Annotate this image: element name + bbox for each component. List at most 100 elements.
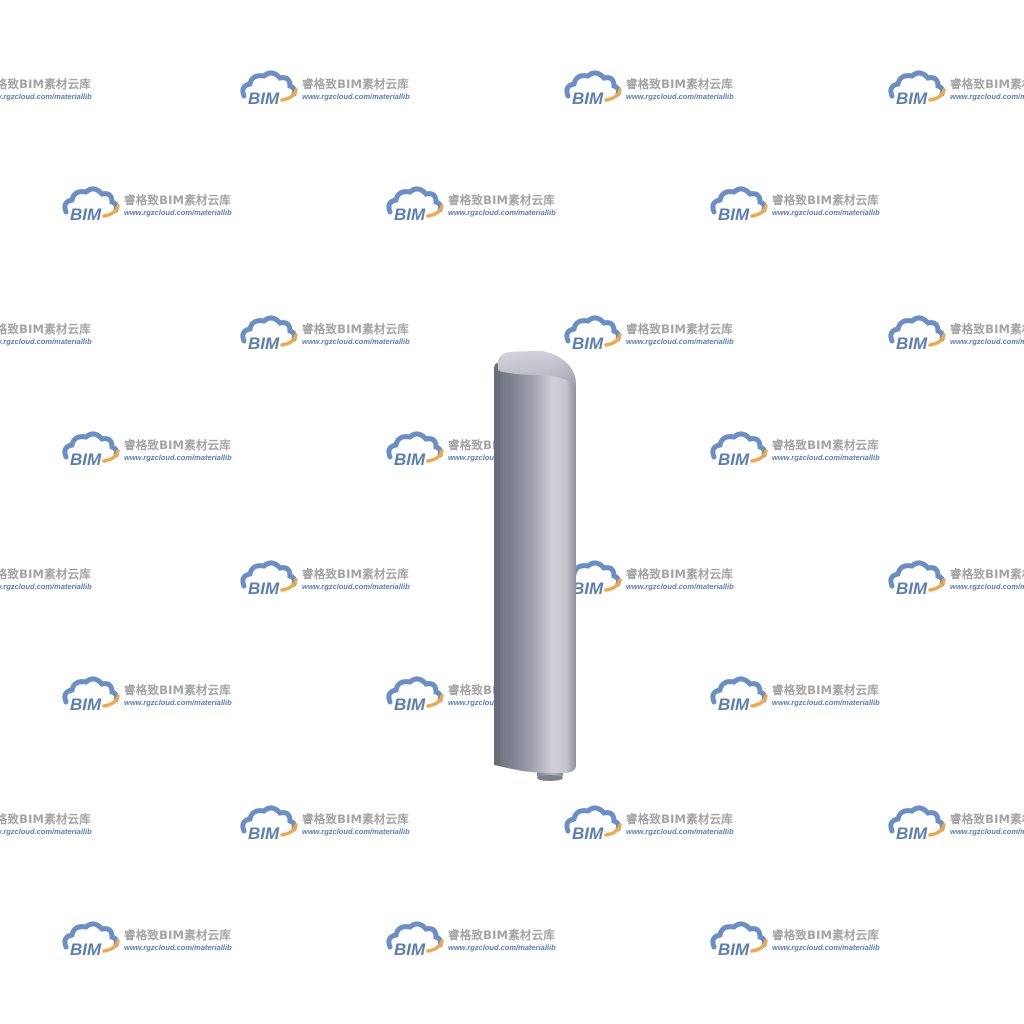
watermark-title: 睿格致BIM素材云库 <box>626 322 733 336</box>
logo-text: BIM <box>896 334 928 353</box>
bim-cloud-logo-icon: BIM <box>240 805 298 843</box>
bim-cloud-logo-icon: BIM <box>710 431 768 469</box>
watermark-url: www.rgzcloud.com/materiallib <box>302 92 410 101</box>
bim-cloud-logo-icon: BIM <box>240 70 298 108</box>
logo-text: BIM <box>70 205 102 224</box>
watermark-url: www.rgzcloud.com/materiallib <box>0 582 92 591</box>
watermark-title: 睿格致BIM素材云库 <box>950 812 1024 826</box>
watermark-title: 睿格致BIM素材云库 <box>124 438 231 452</box>
bim-cloud-logo-icon: BIM <box>240 315 298 353</box>
watermark-url: www.rgzcloud.com/materiallib <box>302 337 410 346</box>
watermark-title: 睿格致BIM素材云库 <box>0 567 91 581</box>
watermark-url: www.rgzcloud.com/materiallib <box>626 582 734 591</box>
logo-text: BIM <box>572 824 604 843</box>
watermark-title: 睿格致BIM素材云库 <box>772 683 879 697</box>
watermark-title: 睿格致BIM素材云库 <box>448 193 555 207</box>
bim-cloud-logo-icon: BIM <box>62 676 120 714</box>
watermark-url: www.rgzcloud.com/materiallib <box>124 453 232 462</box>
logo-text: BIM <box>394 940 426 959</box>
bim-cloud-logo-icon: BIM <box>62 921 120 959</box>
bim-cloud-logo-icon: BIM <box>710 676 768 714</box>
bollard-post-icon <box>494 351 576 781</box>
bim-cloud-logo-icon: BIM <box>564 70 622 108</box>
watermark: BIM 睿格致BIM素材云库www.rgzcloud.com/materialli… <box>886 560 1024 600</box>
watermark: BIM睿格致BIM素材云库www.rgzcloud.com/materialli… <box>0 560 110 600</box>
watermark-url: www.rgzcloud.com/materiallib <box>772 208 880 217</box>
bim-cloud-logo-icon: BIM <box>888 805 946 843</box>
bollard-top <box>498 351 576 385</box>
bim-cloud-logo-icon: BIM <box>888 315 946 353</box>
logo-text: BIM <box>718 205 750 224</box>
logo-text: BIM <box>896 824 928 843</box>
watermark-url: www.rgzcloud.com/materiallib <box>950 827 1024 836</box>
logo-text: BIM <box>248 334 280 353</box>
watermark-title: 睿格致BIM素材云库 <box>772 438 879 452</box>
watermark-url: www.rgzcloud.com/materiallib <box>0 337 92 346</box>
watermark-url: www.rgzcloud.com/materiallib <box>124 208 232 217</box>
bim-cloud-logo-icon: BIM <box>710 921 768 959</box>
logo-text: BIM <box>896 89 928 108</box>
logo-text: BIM <box>248 579 280 598</box>
logo-text: BIM <box>896 579 928 598</box>
bim-cloud-logo-icon: BIM <box>564 805 622 843</box>
bim-cloud-logo-icon: BIM <box>240 560 298 598</box>
bim-cloud-logo-icon: BIM <box>564 315 622 353</box>
watermark: BIM睿格致BIM素材云库www.rgzcloud.com/materialli… <box>0 70 110 110</box>
logo-text: BIM <box>248 824 280 843</box>
watermark-title: 睿格致BIM素材云库 <box>626 812 733 826</box>
logo-text: BIM <box>70 695 102 714</box>
logo-text: BIM <box>572 334 604 353</box>
watermark-title: 睿格致BIM素材云库 <box>950 567 1024 581</box>
watermark: BIM睿格致BIM素材云库www.rgzcloud.com/materialli… <box>886 70 1024 110</box>
watermark: BIM睿格致BIM素材云库www.rgzcloud.com/materialli… <box>0 805 110 845</box>
logo-text: BIM <box>394 205 426 224</box>
logo-text: BIM <box>394 695 426 714</box>
watermark-title: 睿格致BIM素材云库 <box>772 928 879 942</box>
watermark-title: 睿格致BIM素材云库 <box>772 193 879 207</box>
watermark-url: www.rgzcloud.com/materiallib <box>0 92 92 101</box>
bim-cloud-logo-icon: BIM <box>386 676 444 714</box>
watermark: BIM睿格致BIM素材云库www.rgzcloud.com/materialli… <box>0 315 110 355</box>
bim-cloud-logo-icon: BIM <box>710 186 768 224</box>
watermark-url: www.rgzcloud.com/materiallib <box>950 92 1024 101</box>
watermark-title: 睿格致BIM素材云库 <box>626 567 733 581</box>
watermark-title: 睿格致BIM素材云库 <box>302 77 409 91</box>
watermark: BIM 睿格致BIM素材云库www.rgzcloud.com/materialli… <box>886 805 1024 845</box>
bim-cloud-logo-icon: BIM <box>62 186 120 224</box>
logo-text: BIM <box>70 940 102 959</box>
logo-text: BIM <box>70 450 102 469</box>
watermark-url: www.rgzcloud.com/materiallib <box>302 827 410 836</box>
watermark-url: www.rgzcloud.com/materiallib <box>626 337 734 346</box>
watermark-url: www.rgzcloud.com/materiallib <box>626 827 734 836</box>
watermark-url: www.rgzcloud.com/materiallib <box>626 92 734 101</box>
watermark-title: 睿格致BIM素材云库 <box>302 812 409 826</box>
watermark-title: 睿格致BIM素材云库 <box>124 193 231 207</box>
logo-text: BIM <box>572 579 604 598</box>
logo-text: BIM <box>572 89 604 108</box>
watermark-title: 睿格致BIM素材云库 <box>302 567 409 581</box>
watermark-url: www.rgzcloud.com/materiallib <box>950 582 1024 591</box>
watermark-url: www.rgzcloud.com/materiallib <box>302 582 410 591</box>
watermark-title: 睿格致BIM素材云库 <box>448 928 555 942</box>
logo-text: BIM <box>718 450 750 469</box>
logo-text: BIM <box>718 695 750 714</box>
bim-cloud-logo-icon: BIM <box>386 921 444 959</box>
